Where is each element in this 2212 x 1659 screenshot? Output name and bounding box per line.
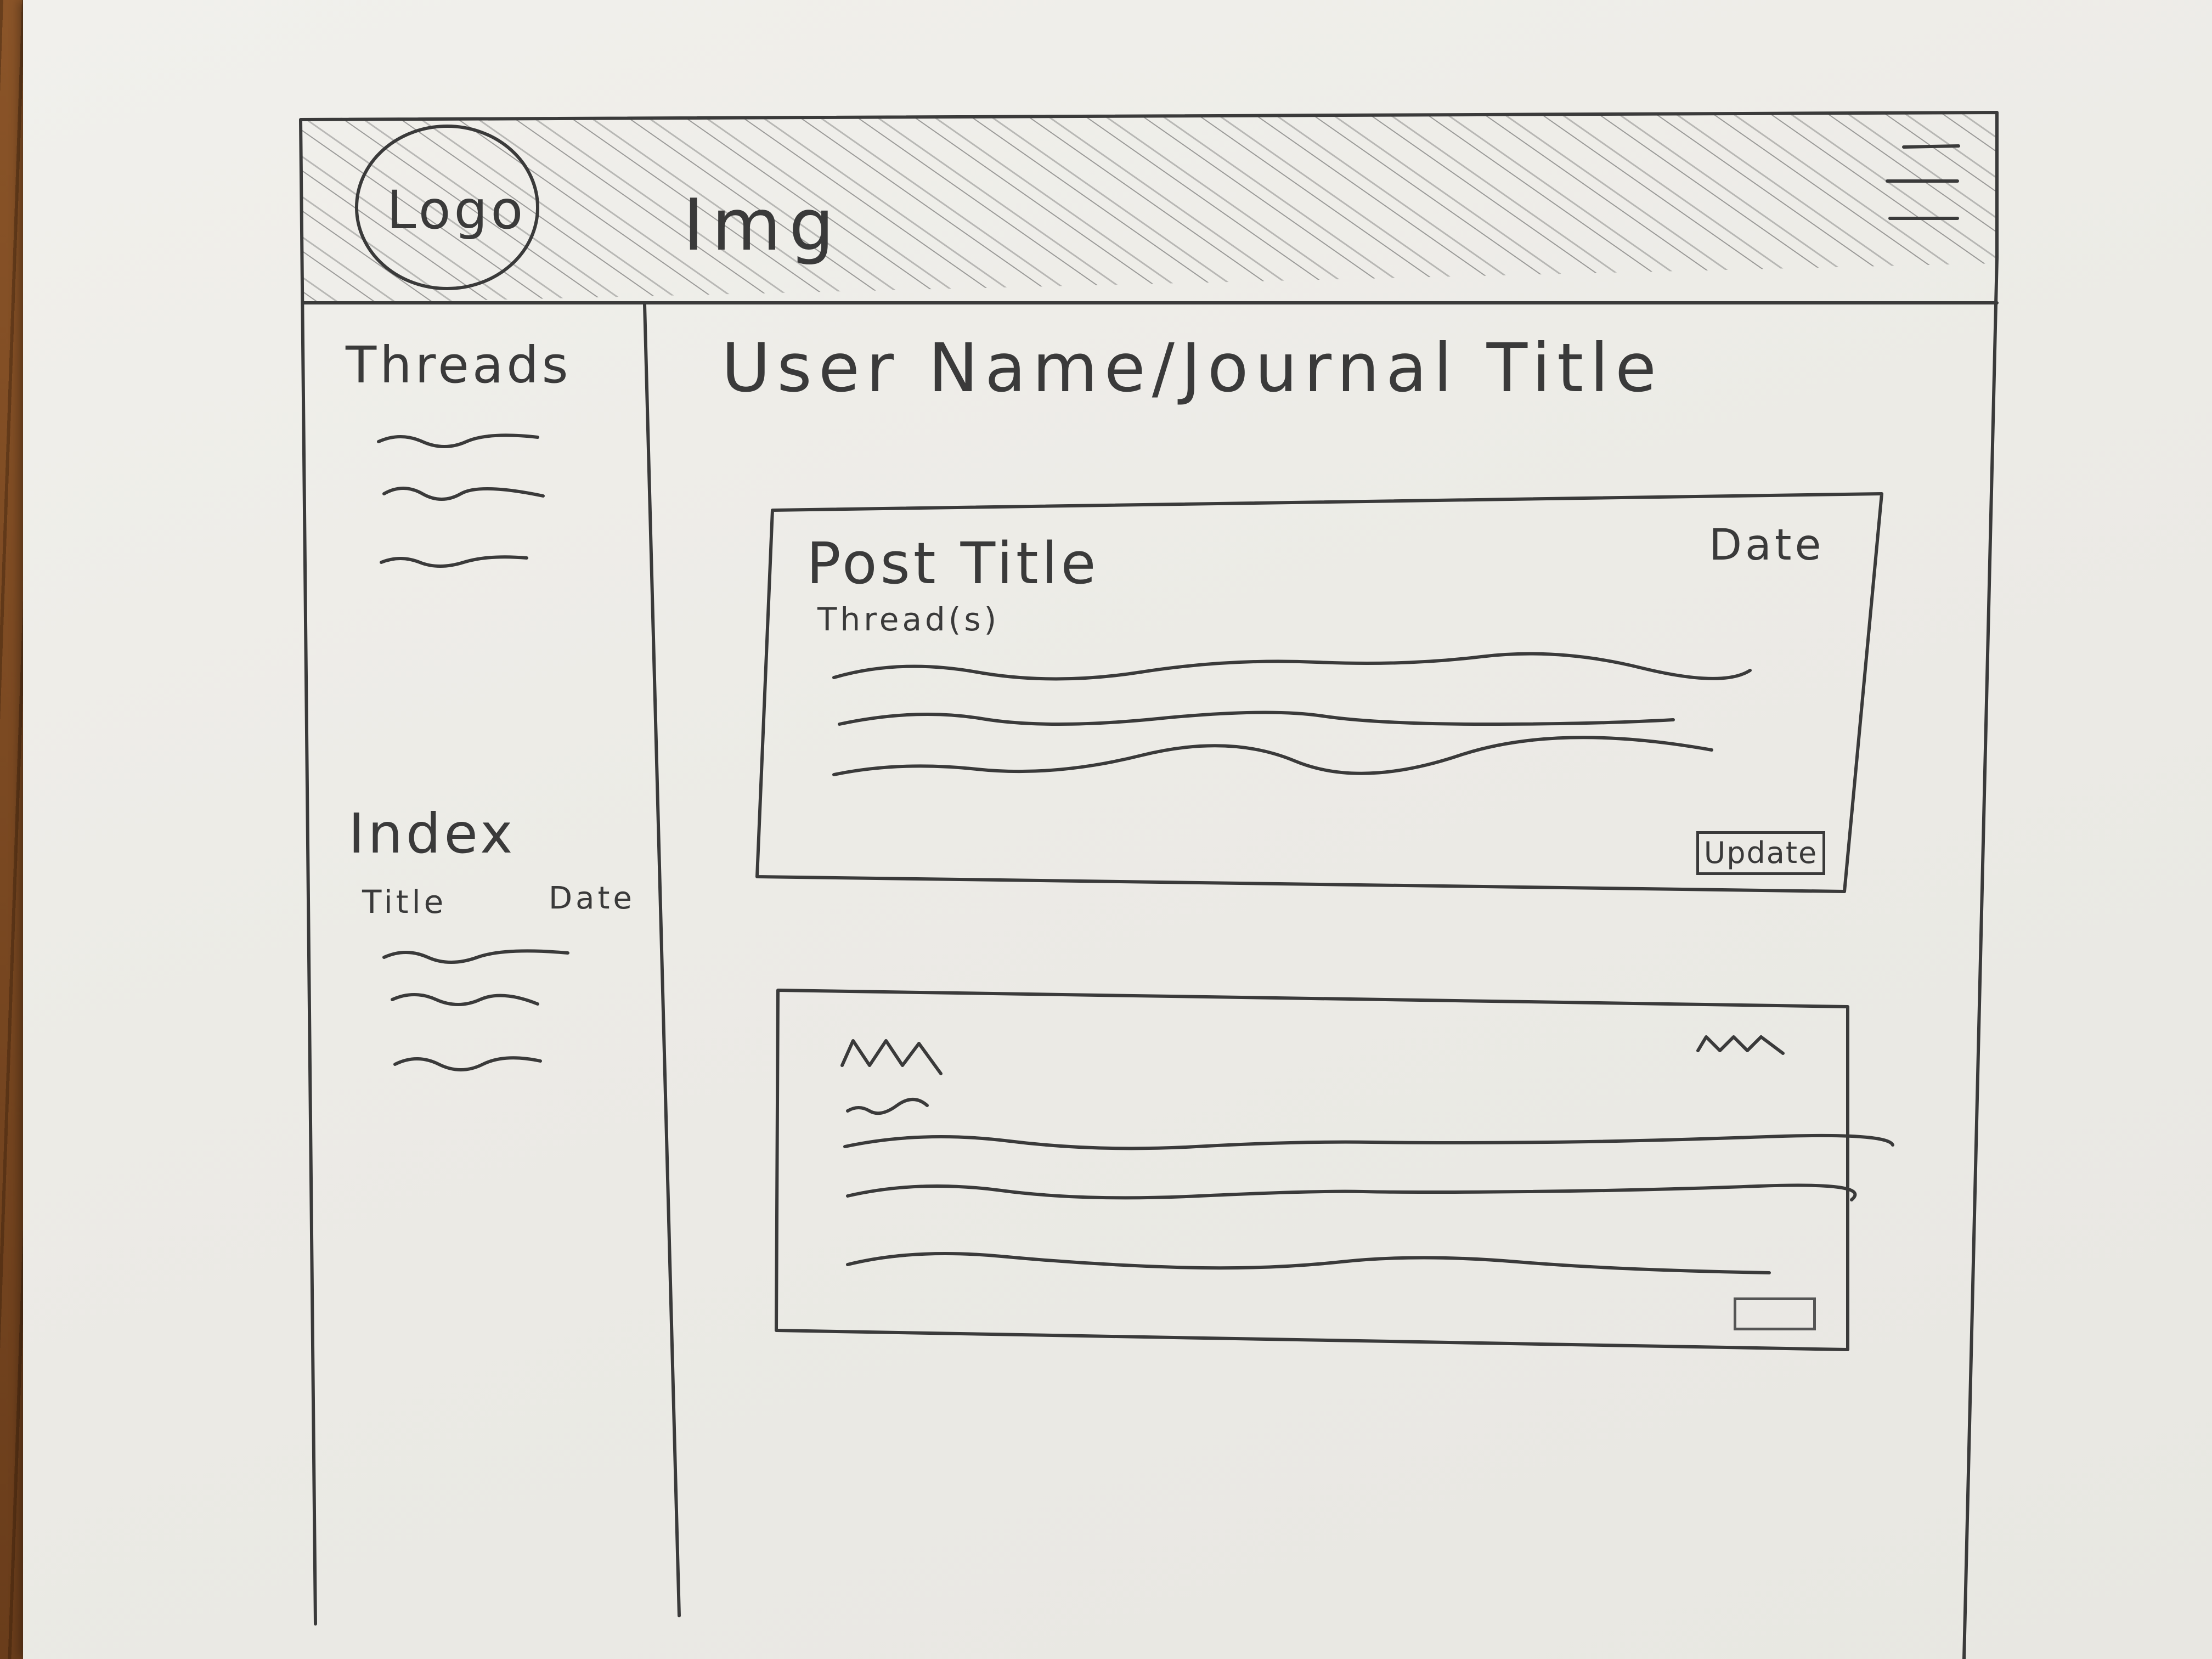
post-card-outline bbox=[775, 989, 1849, 1351]
post-card-outline bbox=[755, 492, 1883, 893]
index-column-date: Date bbox=[549, 881, 635, 916]
index-column-title: Title bbox=[362, 883, 447, 921]
threads-list bbox=[377, 433, 545, 568]
index-item-placeholder[interactable] bbox=[382, 949, 569, 964]
index-item-placeholder[interactable] bbox=[393, 1056, 542, 1071]
thread-item-placeholder[interactable] bbox=[377, 433, 539, 448]
post-date-placeholder bbox=[1696, 1035, 1785, 1055]
logo[interactable]: Logo bbox=[387, 179, 527, 241]
post-title[interactable]: Post Title bbox=[806, 530, 1099, 597]
post-action-button-placeholder[interactable] bbox=[1734, 1297, 1816, 1330]
page-title: User Name/Journal Title bbox=[721, 329, 1663, 407]
index-list bbox=[382, 949, 569, 1071]
hamburger-menu-icon[interactable] bbox=[1886, 144, 1960, 220]
post-threads-label[interactable]: Thread(s) bbox=[817, 601, 1000, 638]
threads-heading: Threads bbox=[346, 336, 572, 394]
header-banner-image-label: Img bbox=[683, 183, 842, 267]
index-heading: Index bbox=[348, 802, 516, 866]
thread-item-placeholder[interactable] bbox=[380, 555, 528, 568]
post-date: Date bbox=[1709, 521, 1825, 570]
thread-item-placeholder[interactable] bbox=[382, 487, 545, 501]
index-item-placeholder[interactable] bbox=[391, 993, 539, 1006]
page-frame bbox=[299, 111, 1999, 1659]
sidebar-divider bbox=[643, 303, 681, 1617]
post-placeholder-lines bbox=[840, 1035, 1894, 1274]
post-body-lines bbox=[832, 652, 1752, 776]
post-thread-placeholder bbox=[846, 1098, 929, 1115]
logo-circle[interactable] bbox=[355, 125, 539, 290]
header-banner bbox=[301, 112, 1997, 304]
update-button[interactable]: Update bbox=[1696, 831, 1825, 875]
post-title-placeholder bbox=[840, 1039, 943, 1075]
